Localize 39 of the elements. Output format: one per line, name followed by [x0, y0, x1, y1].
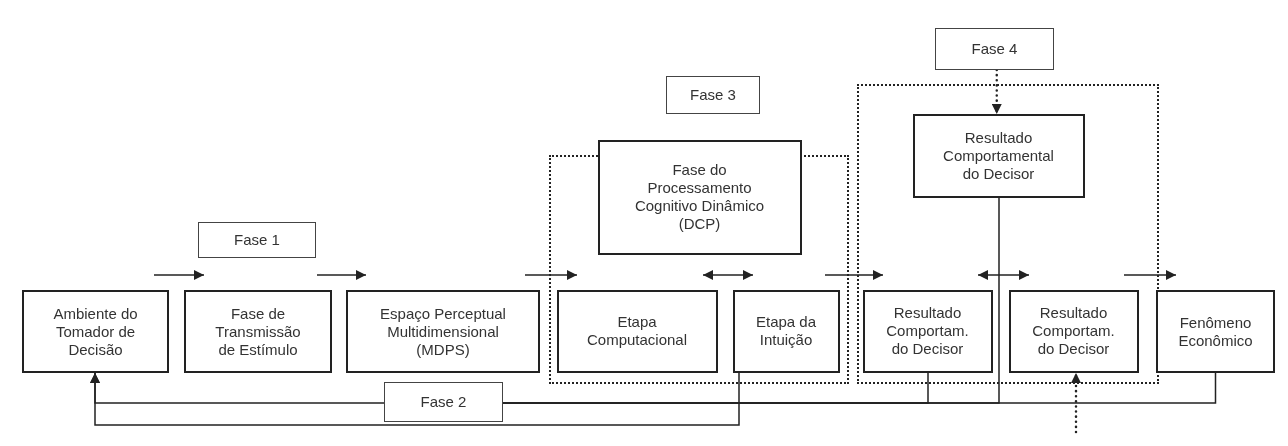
box-label: Fase do Processamento Cognitivo Dinâmico (DCP)	[633, 161, 766, 233]
process-box	[862, 289, 993, 373]
box-label: Fase 3	[690, 86, 736, 104]
process-box	[912, 113, 1085, 198]
dotted-group-frame	[857, 84, 1159, 384]
box-label: Fenômeno Econômico	[1177, 313, 1254, 350]
box-label: Fase 2	[420, 393, 467, 411]
arrow	[90, 372, 385, 404]
double-arrow	[977, 270, 1030, 280]
box-label: Espaço Perceptual Multidimensional (MDPS)	[379, 304, 507, 359]
box-label: Fase 4	[971, 40, 1018, 58]
box-label: Resultado Comportam. do Decisor	[1031, 304, 1116, 358]
process-box	[346, 290, 540, 373]
arrow	[524, 270, 578, 280]
arrow	[153, 270, 205, 280]
box-label: Fase de Transmissão de Estímulo	[214, 304, 302, 359]
box-label: Etapa da Intuição	[754, 313, 818, 349]
process-box	[1156, 290, 1275, 373]
box-label: Ambiente do Tomador de Decisão	[52, 304, 139, 359]
phase-label-box	[384, 382, 503, 422]
box-label: Resultado Comportam. do Decisor	[885, 304, 970, 358]
arrow	[1123, 270, 1177, 280]
process-box	[22, 290, 169, 373]
process-box	[597, 139, 802, 255]
box-label: Etapa Computacional	[585, 313, 689, 349]
double-arrow	[702, 270, 754, 280]
arrow	[316, 270, 367, 280]
arrow	[1071, 371, 1081, 434]
phase-label-box	[935, 28, 1054, 70]
box-label: Fase 1	[234, 231, 280, 249]
process-box	[732, 289, 840, 373]
phase-label-box	[666, 76, 760, 114]
phase-label-box	[198, 222, 316, 258]
arrow	[991, 68, 1002, 116]
process-box	[1008, 289, 1139, 373]
box-label: Resultado Comportamental do Decisor	[942, 128, 1055, 183]
arrow	[824, 270, 884, 280]
process-box	[184, 290, 332, 373]
process-box	[556, 289, 718, 373]
